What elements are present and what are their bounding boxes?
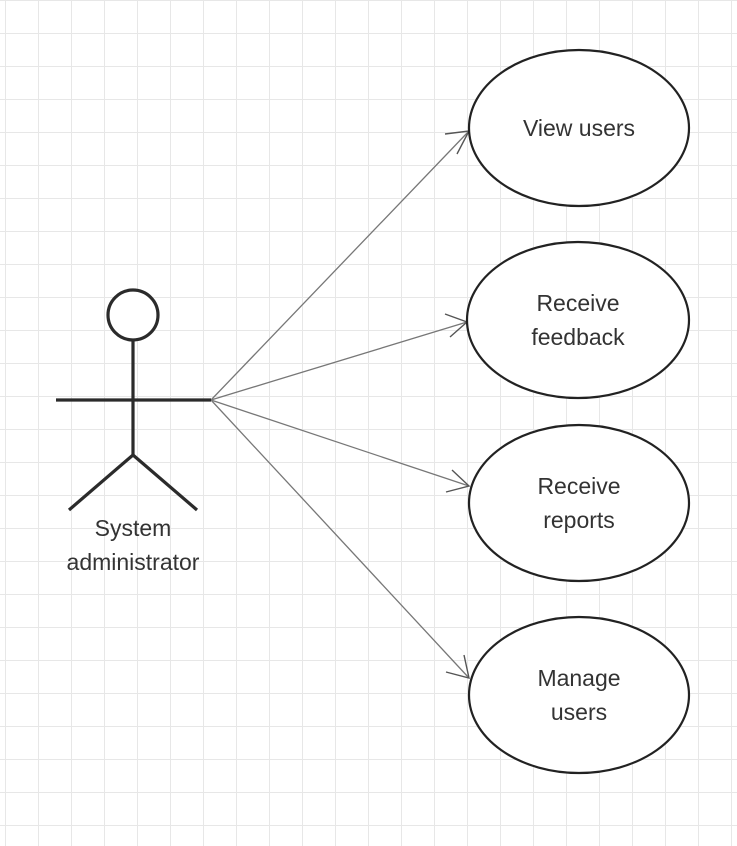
- use-case-label-receive-reports: Receive reports: [479, 469, 679, 537]
- use-case-label-line1: Receive: [537, 473, 621, 499]
- use-case-label-line1: Receive: [536, 290, 620, 316]
- use-case-label-line2: reports: [543, 507, 615, 533]
- use-case-label-manage-users: Manage users: [479, 661, 679, 729]
- use-case-label-line2: users: [550, 699, 608, 725]
- use-case-label-line1: Manage: [537, 665, 621, 691]
- use-case-receive-reports[interactable]: [467, 423, 691, 583]
- actor-label: System administrator: [33, 511, 233, 579]
- use-case-label-line1: View users: [522, 115, 636, 141]
- use-case-label-line2: feedback: [531, 324, 625, 350]
- use-case-label-view-users: View users: [479, 111, 679, 145]
- actor-right-leg: [131, 453, 199, 512]
- arrow-head-manage-users: [445, 654, 470, 679]
- use-case-label-receive-feedback: Receive feedback: [478, 286, 678, 354]
- actor-left-leg: [67, 453, 135, 512]
- use-case-view-users[interactable]: [467, 48, 691, 208]
- actor-label-line2: administrator: [66, 549, 200, 575]
- arrow-head-receive-reports: [445, 469, 471, 493]
- actor-label-line1: System: [94, 515, 172, 541]
- use-case-manage-users[interactable]: [467, 615, 691, 775]
- association-view-users: [210, 130, 470, 401]
- association-manage-users: [210, 399, 470, 679]
- association-receive-reports: [210, 399, 470, 487]
- actor-figure[interactable]: [56, 288, 211, 512]
- actor-head: [106, 288, 160, 342]
- use-case-receive-feedback[interactable]: [465, 240, 691, 400]
- association-receive-feedback: [210, 321, 468, 401]
